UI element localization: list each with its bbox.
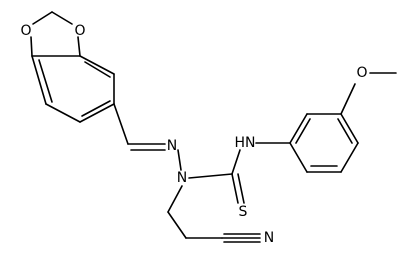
bond-c7-c7a-inner (38, 59, 53, 103)
atom-o-methoxy: O (356, 65, 367, 81)
bond-c7-c7a (31, 55, 47, 105)
bond-c3a-c4-inner (84, 61, 111, 78)
bond-r3-r4 (340, 113, 359, 144)
atom-n-hydrazine: N (177, 170, 187, 186)
bond-n-c-thione (188, 173, 233, 179)
atom-n-nitrile: N (264, 230, 274, 246)
atom-o-ring-top: O (20, 23, 31, 39)
atom-n-imine: N (167, 138, 177, 154)
bond-n-imine-n-hydrazine (177, 149, 182, 171)
bond-r6-r1 (289, 142, 308, 173)
bond-c-s (231, 173, 239, 204)
bond-c3a-c4 (79, 55, 115, 75)
bond-ch2a-ch2b (167, 211, 187, 239)
atom-s-thione: S (239, 204, 248, 220)
atom-nh: HN (235, 135, 256, 151)
bond-c6-c7 (45, 103, 81, 123)
bond-c5-c6-inner (81, 100, 111, 117)
bond-ch2-o2 (51, 11, 73, 25)
bond-r3-r4-inner (337, 118, 353, 144)
atom-o-ring-bottom: O (74, 23, 85, 39)
bond-r1-r2-inner (295, 118, 311, 144)
bond-c5-c6 (79, 103, 115, 123)
bond-r4-r5 (340, 142, 359, 173)
bond-o1-ch2 (32, 11, 53, 25)
bond-o2-c3a (77, 36, 81, 57)
bond-c5-ch (113, 103, 129, 145)
bond-c-nh (231, 149, 241, 175)
bond-n-ch2a (167, 185, 183, 213)
bond-c-s-double (237, 173, 245, 204)
bond-r3-o-methoxy (340, 83, 356, 115)
bond-o1-c7a (30, 36, 33, 57)
bond-r1-r2 (289, 113, 308, 144)
